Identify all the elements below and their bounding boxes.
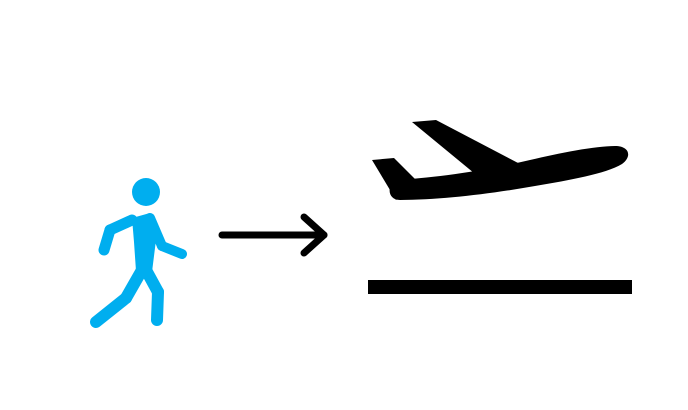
airplane-takeoff-icon (372, 120, 629, 200)
right-arrow-icon (218, 213, 328, 257)
walking-person-icon (90, 178, 187, 328)
runway-line (368, 280, 632, 294)
